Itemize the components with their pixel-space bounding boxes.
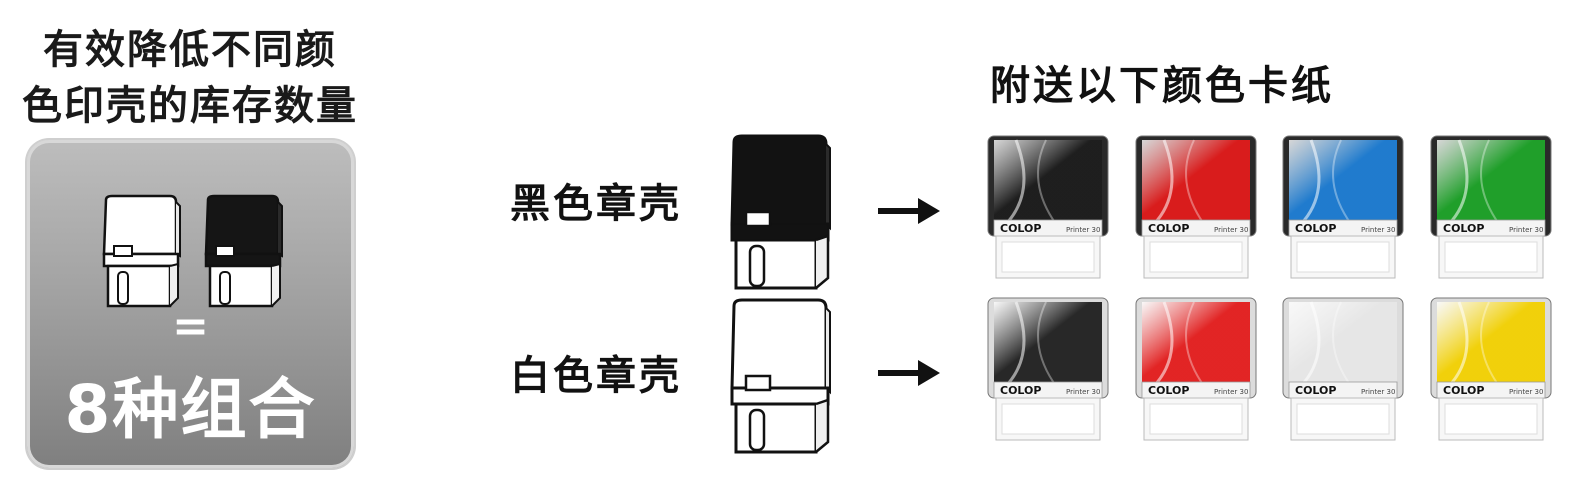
stamp-brand-logo: COLOP <box>1000 384 1041 397</box>
stamp-row2-1: COLOP Printer 30 <box>987 297 1109 441</box>
black-shell-icon <box>204 194 283 308</box>
white-shell-icon <box>102 194 181 308</box>
stamp-row1-1: COLOP Printer 30 <box>987 135 1109 279</box>
black-shell-illustration <box>730 134 831 290</box>
headline-line-2: 色印壳的库存数量 <box>22 83 358 129</box>
gift-card-title: 附送以下颜色卡纸 <box>990 63 1334 109</box>
stamp-brand-logo: COLOP <box>1443 384 1484 397</box>
stamp-row2-4: COLOP Printer 30 <box>1430 297 1552 441</box>
stamp-model-label: Printer 30 <box>1361 388 1395 396</box>
arrow-right-icon <box>878 360 940 386</box>
stamp-model-label: Printer 30 <box>1214 388 1248 396</box>
stamp-brand-logo: COLOP <box>1443 222 1484 235</box>
headline: 有效降低不同颜 色印壳的库存数量 <box>0 22 380 134</box>
stamp-brand-logo: COLOP <box>1148 384 1189 397</box>
equals-sign: = <box>172 301 209 352</box>
stamp-row2-3: COLOP Printer 30 <box>1282 297 1404 441</box>
combination-panel <box>27 140 354 468</box>
stamp-model-label: Printer 30 <box>1214 226 1248 234</box>
headline-line-1: 有效降低不同颜 <box>43 27 337 73</box>
stamp-brand-logo: COLOP <box>1295 222 1336 235</box>
stamp-brand-logo: COLOP <box>1295 384 1336 397</box>
white-shell-label: 白色章壳 <box>510 353 682 399</box>
stamp-brand-logo: COLOP <box>1000 222 1041 235</box>
stamp-row2-2: COLOP Printer 30 <box>1135 297 1257 441</box>
stamp-model-label: Printer 30 <box>1509 226 1543 234</box>
stamp-model-label: Printer 30 <box>1066 226 1100 234</box>
stamp-row1-2: COLOP Printer 30 <box>1135 135 1257 279</box>
stamp-brand-logo: COLOP <box>1148 222 1189 235</box>
stamp-model-label: Printer 30 <box>1066 388 1100 396</box>
combination-count: 8种组合 <box>64 371 317 448</box>
arrow-right-icon <box>878 198 940 224</box>
stamp-row1-3: COLOP Printer 30 <box>1282 135 1404 279</box>
white-shell-illustration <box>730 298 831 454</box>
stamp-row1-4: COLOP Printer 30 <box>1430 135 1552 279</box>
stamp-model-label: Printer 30 <box>1509 388 1543 396</box>
black-shell-label: 黑色章壳 <box>510 181 682 227</box>
stamp-model-label: Printer 30 <box>1361 226 1395 234</box>
